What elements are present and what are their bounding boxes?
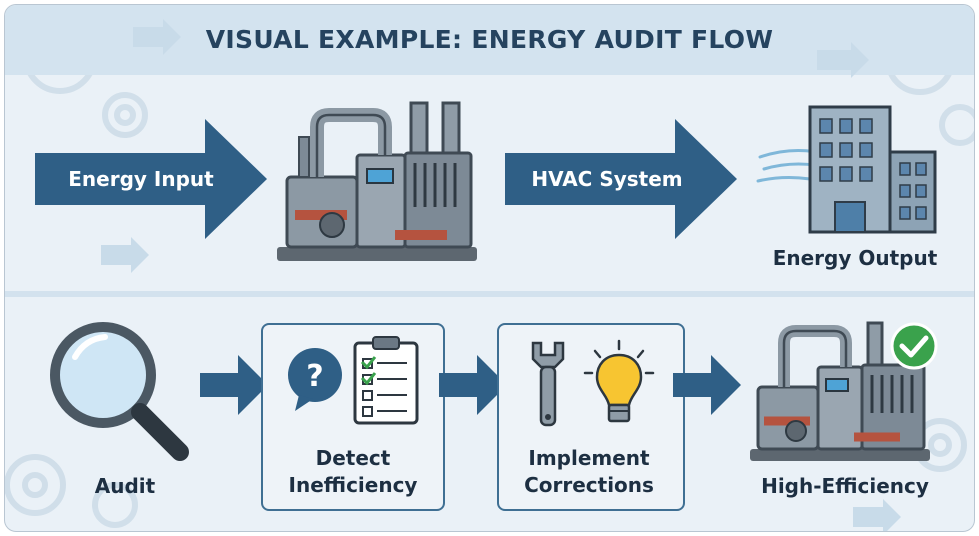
implement-label-line1: Implement [528, 446, 650, 470]
row-divider [5, 291, 974, 297]
detect-to-implement-arrow [439, 355, 507, 415]
svg-text:?: ? [306, 359, 323, 394]
detect-label-line2: Inefficiency [288, 473, 418, 497]
checklist-clipboard-icon [353, 336, 419, 425]
diagram-frame: VISUAL EXAMPLE: ENERGY AUDIT FLOW Energy… [4, 4, 975, 532]
implement-to-result-arrow [673, 355, 741, 415]
diagram-title: VISUAL EXAMPLE: ENERGY AUDIT FLOW [205, 25, 774, 54]
audit-label: Audit [94, 474, 156, 498]
light-bulb-icon [583, 339, 655, 423]
high-efficiency-label: High-Efficiency [761, 474, 929, 498]
implement-label-line2: Corrections [524, 473, 654, 497]
hvac-system-label: HVAC System [531, 167, 683, 191]
efficient-hvac-machine-icon [750, 321, 930, 461]
magnifying-glass-icon [50, 322, 189, 461]
detect-label-line1: Detect [315, 446, 391, 470]
energy-input-arrow [35, 119, 267, 239]
decorative-arrow-icons [101, 19, 901, 531]
check-badge-icon [890, 322, 938, 370]
implement-corrections-box [497, 323, 685, 511]
energy-input-label: Energy Input [68, 167, 214, 191]
energy-output-label: Energy Output [772, 246, 938, 270]
office-building-icon [756, 105, 937, 234]
hvac-system-arrow [505, 119, 737, 239]
audit-to-detect-arrow [200, 355, 268, 415]
wrench-icon [531, 341, 565, 427]
hvac-machine-icon [277, 101, 477, 261]
question-bubble-icon: ? [288, 348, 342, 411]
